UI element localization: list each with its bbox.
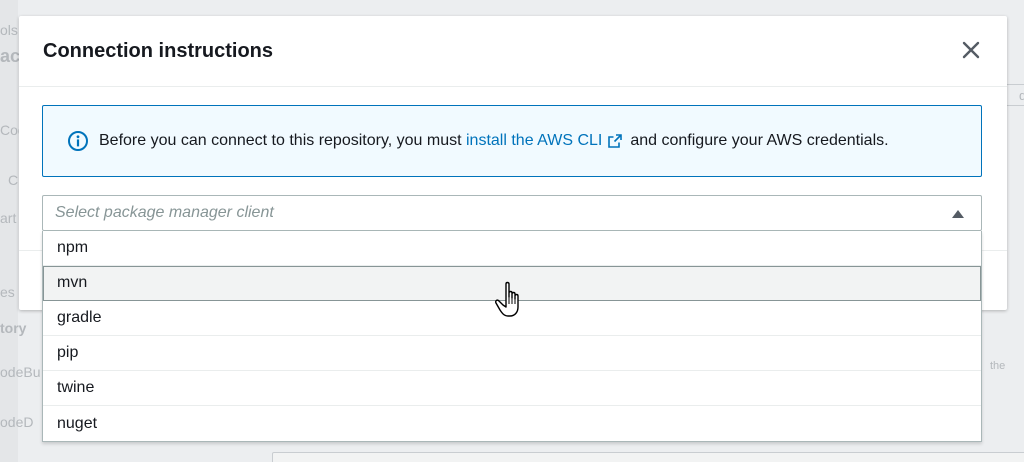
background-text: es — [0, 284, 15, 300]
caret-up-icon — [952, 210, 964, 218]
background-text: odeD — [0, 414, 34, 430]
background-text: C — [8, 172, 19, 188]
background-text: di — [1019, 88, 1024, 103]
modal-header: Connection instructions — [19, 16, 1007, 87]
background-card — [272, 452, 1024, 462]
package-manager-dropdown: npm mvn gradle pip twine nuget — [42, 231, 982, 442]
info-text-before: Before you can connect to this repositor… — [99, 132, 466, 149]
background-text: the — [990, 360, 1006, 372]
external-link-icon[interactable] — [608, 134, 623, 148]
option-mvn[interactable]: mvn — [43, 266, 981, 301]
info-circle-icon — [67, 130, 89, 152]
option-label: nuget — [57, 414, 98, 432]
background-text: ols — [0, 22, 18, 38]
option-label: gradle — [57, 309, 102, 326]
option-label: npm — [57, 239, 89, 256]
background-text: odeBu — [0, 364, 41, 380]
option-label: mvn — [57, 274, 88, 291]
select-placeholder: Select package manager client — [55, 204, 274, 221]
option-npm[interactable]: npm — [43, 231, 981, 266]
option-twine[interactable]: twine — [43, 371, 981, 406]
info-text-after: and configure your AWS credentials. — [630, 132, 889, 149]
background-sidebar — [0, 0, 18, 462]
modal-title: Connection instructions — [43, 39, 273, 62]
option-nuget[interactable]: nuget — [43, 406, 981, 441]
option-label: twine — [57, 379, 95, 396]
package-manager-select[interactable]: Select package manager client — [42, 195, 982, 231]
option-gradle[interactable]: gradle — [43, 301, 981, 336]
install-aws-cli-link[interactable]: install the AWS CLI — [466, 132, 603, 149]
background-text: tory — [0, 320, 27, 336]
option-pip[interactable]: pip — [43, 336, 981, 371]
info-alert: Before you can connect to this repositor… — [42, 105, 982, 177]
background-text: art — [0, 210, 17, 226]
close-icon — [962, 41, 980, 59]
option-label: pip — [57, 344, 79, 361]
background-text: ac — [0, 46, 21, 66]
close-button[interactable] — [961, 40, 981, 60]
background-button: di — [1006, 84, 1024, 106]
